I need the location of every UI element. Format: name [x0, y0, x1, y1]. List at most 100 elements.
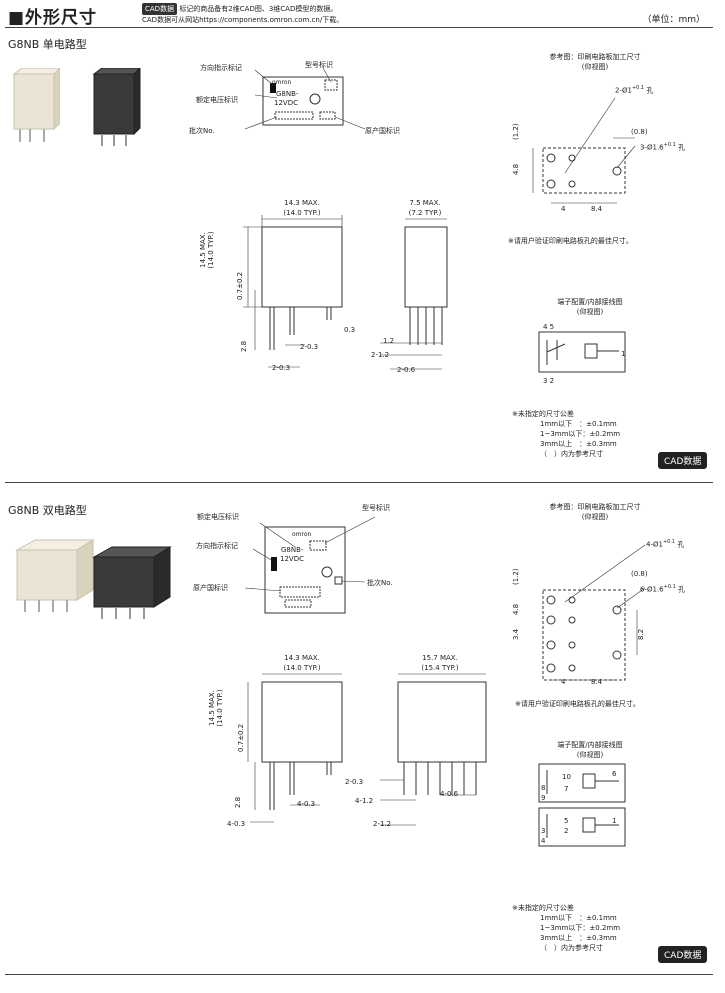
- pcb-double-title2: (仰视图): [581, 513, 609, 521]
- pcb-single-d84: 8.4: [591, 205, 603, 213]
- pcb-single-title: 参考图：印刷电路板加工尺寸 (仰视图): [520, 52, 670, 72]
- pcb-single-hole2-text: 3-Ø1.6: [640, 143, 664, 152]
- pcb-double-title1: 参考图：印刷电路板加工尺寸: [549, 503, 641, 511]
- terminal-single-title: 端子配置/内部接线图 (仰视图): [535, 297, 645, 317]
- front-double-w2: (14.0 TYP.): [283, 664, 321, 672]
- pcb-double-d08: (0.8): [631, 570, 648, 578]
- front-single-h2: (14.0 TYP.): [207, 231, 215, 269]
- pcb-double-d12: (1.2): [512, 568, 520, 585]
- side-double-d4: 2-1.2: [373, 820, 392, 828]
- terminal-double-title1: 端子配置/内部接线图: [557, 741, 623, 749]
- pcb-double-hole1-suffix: 孔: [677, 540, 685, 549]
- tolerance-single: ※未指定的尺寸公差 1mm以下 ：±0.1mm 1~3mm以下：±0.2mm 3…: [512, 409, 620, 459]
- pcb-diagram-single: [532, 97, 636, 204]
- label-direction-mark: 方向指示标记: [200, 64, 242, 72]
- pcb-single-d08: (0.8): [631, 128, 648, 136]
- pcb-double-hole2-suffix: 孔: [678, 585, 686, 594]
- cad-badge: CAD数据: [142, 3, 178, 15]
- pcb-double-d48: 4.8: [512, 603, 520, 615]
- pcb-single-title1: 参考图：印刷电路板加工尺寸: [549, 53, 641, 61]
- terminal-single-pins-bottom: 3 2: [543, 377, 555, 385]
- terminal-single-pins-top: 4 5: [543, 323, 555, 331]
- front-single-d1: 0.7±0.2: [236, 271, 244, 300]
- pcb-single-d48: 4.8: [512, 163, 520, 175]
- pcb-single-title2: (仰视图): [581, 63, 609, 71]
- terminal-double-p7: 7: [564, 785, 569, 793]
- page-title: ■外形尺寸: [8, 8, 98, 28]
- label-voltage-id: 额定电压标识: [196, 96, 238, 104]
- tolerance-double-line1: 1mm以下 ：±0.1mm: [540, 914, 617, 922]
- header-note-line2: CAD数据可从网站https://components.omron.com.cn…: [142, 16, 344, 24]
- tolerance-double-line4: （ ）内为参考尺寸: [540, 944, 603, 952]
- side-single-w1: 7.5 MAX.: [409, 199, 441, 207]
- side-single-d3: 2-0.6: [397, 366, 416, 374]
- terminal-single-title1: 端子配置/内部接线图: [557, 298, 623, 306]
- terminal-single-pin-right: 1: [621, 350, 626, 358]
- front-double-h2: (14.0 TYP.): [216, 689, 224, 727]
- terminal-double-p1: 1: [612, 817, 617, 825]
- section-title-double: G8NB 双电路型: [8, 504, 87, 517]
- terminal-double-p8: 8: [541, 784, 546, 792]
- front-single-d5: 0.3: [344, 326, 356, 334]
- tolerance-double-line3: 3mm以上 ：±0.3mm: [540, 934, 617, 942]
- product-photo-black: [92, 66, 142, 150]
- cad-data-button-single[interactable]: CAD数据: [658, 452, 708, 469]
- front-single-w2: (14.0 TYP.): [283, 209, 321, 217]
- pcb-double-d82: 8.2: [637, 628, 645, 640]
- pcb-double-hole1: 4-Ø1+0.1 孔: [646, 539, 685, 549]
- terminal-double-p3: 3: [541, 827, 546, 835]
- divider: [5, 27, 713, 28]
- terminal-double-title: 端子配置/内部接线图 (仰视图): [535, 740, 645, 760]
- front-double-height-label: 14.5 MAX. (14.0 TYP.): [208, 668, 224, 748]
- front-double-d3: 4-0.3: [297, 800, 316, 808]
- front-single-d2: 2.8: [240, 340, 248, 352]
- tolerance-single-line2: 1~3mm以下：±0.2mm: [540, 430, 621, 438]
- front-double-w1: 14.3 MAX.: [284, 654, 320, 662]
- pcb-double-d4: 4: [561, 678, 566, 686]
- relay-text-omron: omron: [272, 79, 292, 86]
- pcb-single-hole1-suffix: 孔: [646, 86, 654, 95]
- side-double-width-label: 15.7 MAX. (15.4 TYP.): [410, 653, 470, 673]
- pcb-diagram-double: [542, 544, 646, 681]
- terminal-double-p9: 9: [541, 794, 546, 802]
- front-view-double: [247, 673, 343, 823]
- terminal-double-p6: 6: [612, 770, 617, 778]
- tolerance-single-line3: 3mm以上 ：±0.3mm: [540, 440, 617, 448]
- product-photo-white: [12, 66, 62, 148]
- cad-data-button-double[interactable]: CAD数据: [658, 946, 708, 963]
- label2-voltage-id: 额定电压标识: [197, 513, 239, 521]
- side-double-d1: 2-0.3: [345, 778, 364, 786]
- terminal-double-p4: 4: [541, 837, 546, 845]
- label2-origin-id: 原产国标识: [193, 584, 228, 592]
- marking-diagram-single: [244, 67, 366, 130]
- pcb-single-hole1-text: 2-Ø1: [615, 86, 632, 95]
- relay2-text-voltage: 12VDC: [280, 555, 304, 563]
- front-single-h1: 14.5 MAX.: [199, 232, 207, 268]
- terminal-double-p10: 10: [562, 773, 571, 781]
- front-double-width-label: 14.3 MAX. (14.0 TYP.): [262, 653, 342, 673]
- pcb-single-note: ※请用户验证印刷电路板孔的最佳尺寸。: [508, 237, 633, 245]
- side-single-d2: 2-1.2: [371, 351, 390, 359]
- front-double-d4: 4-0.3: [227, 820, 246, 828]
- front-single-height-label: 14.5 MAX. (14.0 TYP.): [199, 210, 215, 290]
- pcb-double-title: 参考图：印刷电路板加工尺寸 (仰视图): [520, 502, 670, 522]
- bottom-divider: [5, 974, 713, 975]
- tolerance-double-line2: 1~3mm以下：±0.2mm: [540, 924, 621, 932]
- section-divider: [5, 482, 713, 483]
- terminal-diagram-single: [538, 331, 626, 373]
- terminal-double-title2: (仰视图): [576, 751, 604, 759]
- front-single-d4: 2-0.3: [272, 364, 291, 372]
- side-double-d2: 4-1.2: [355, 797, 374, 805]
- side-double-w1: 15.7 MAX.: [422, 654, 458, 662]
- pcb-single-hole2-suffix: 孔: [678, 143, 686, 152]
- pcb-single-hole2: 3-Ø1.6+0.1 孔: [640, 142, 686, 152]
- front-double-h1: 14.5 MAX.: [208, 690, 216, 726]
- side-double-d3: 4-0.6: [440, 790, 459, 798]
- front-double-d2: 2.8: [234, 796, 242, 808]
- marking-diagram-double: [244, 516, 376, 614]
- terminal-diagram-double: [538, 763, 626, 847]
- product-photo-black-double: [92, 543, 172, 623]
- pcb-double-hole2-text: 6-Ø1.6: [640, 585, 664, 594]
- label2-direction-mark: 方向指示标记: [196, 542, 238, 550]
- pcb-single-d4: 4: [561, 205, 566, 213]
